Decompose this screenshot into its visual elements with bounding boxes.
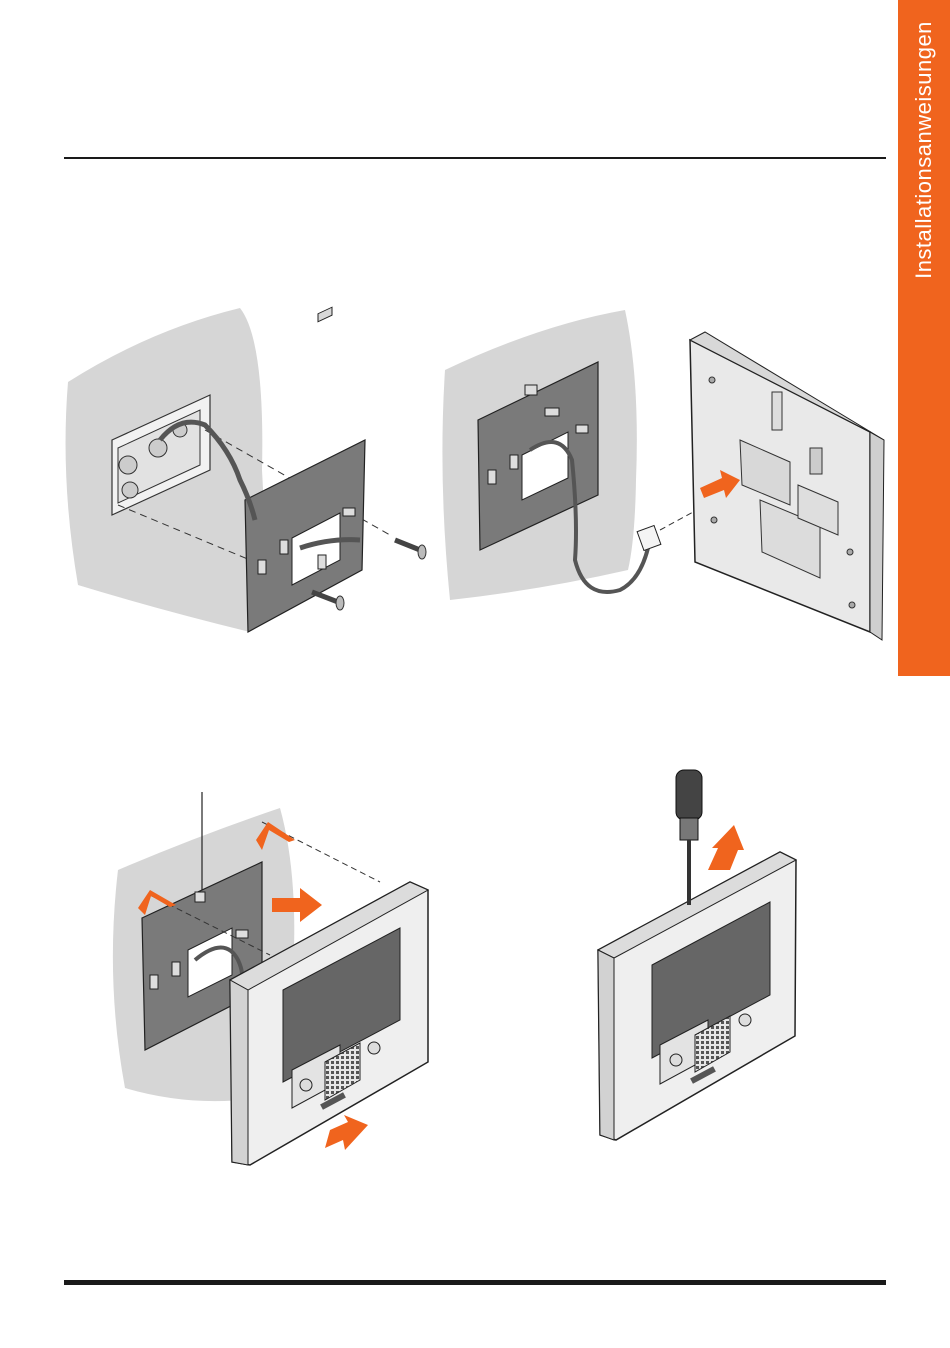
figure-hang-device [113, 792, 428, 1165]
screwdriver-icon [676, 770, 702, 905]
device-front [598, 852, 796, 1140]
footer-rule [64, 1280, 886, 1285]
lift-arrow-icon [708, 825, 744, 870]
figure-release-device [598, 770, 796, 1140]
screw [395, 540, 426, 559]
mounting-plate [245, 307, 365, 632]
figure-mount-plate [66, 307, 426, 632]
figure-connect-terminal [442, 310, 884, 640]
connector-terminal [637, 526, 661, 551]
screw [312, 592, 344, 610]
pull-arrow-icon [325, 1115, 368, 1150]
